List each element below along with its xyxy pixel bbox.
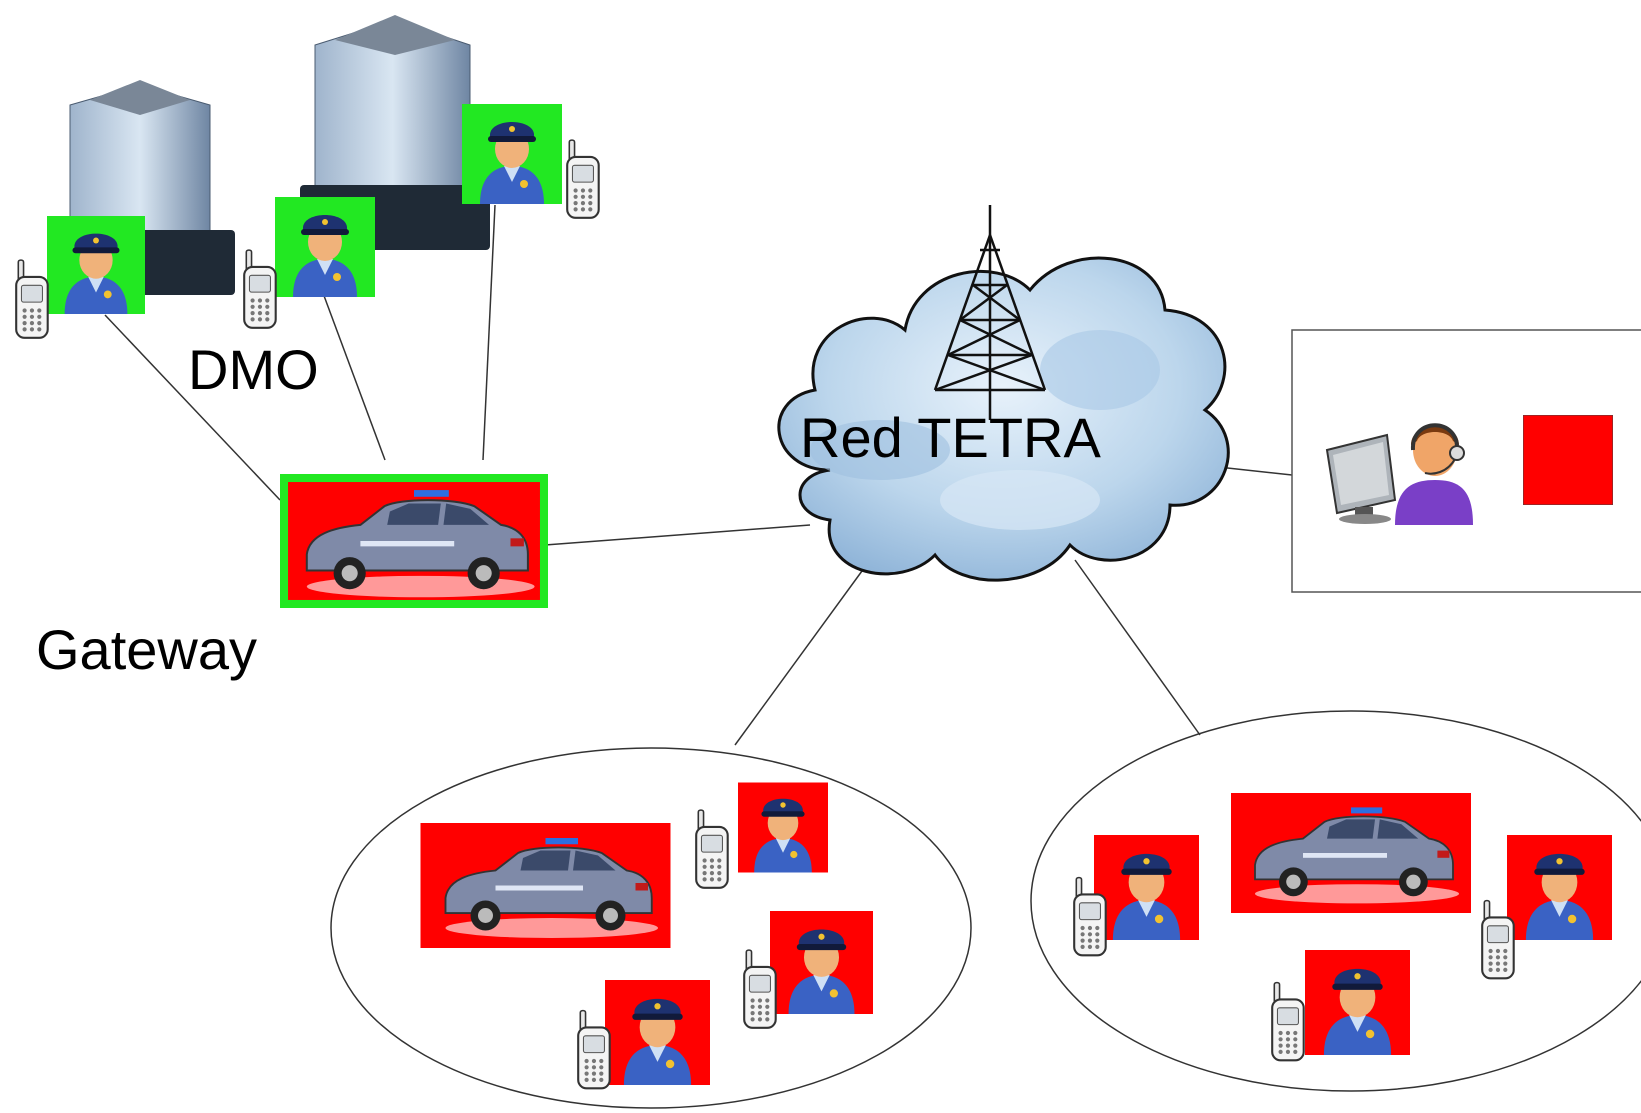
police-officer-icon <box>738 775 828 880</box>
cloud-label: Red TETRA <box>800 406 1101 469</box>
tetra-cloud <box>777 256 1230 582</box>
police-officer-icon <box>770 910 873 1015</box>
police-officer-icon <box>605 980 710 1085</box>
handheld-radio-icon <box>1268 970 1310 1075</box>
police-car-icon <box>280 462 548 620</box>
handheld-radio-icon <box>692 800 734 900</box>
police-officer-icon <box>1305 950 1410 1055</box>
police-officer-icon <box>47 215 145 315</box>
group-ellipse-right <box>1030 710 1641 1092</box>
handheld-radio-icon <box>563 130 605 230</box>
handheld-radio-icon <box>574 998 616 1103</box>
handheld-radio-icon <box>240 240 282 340</box>
police-car-icon <box>408 823 683 948</box>
link-officer3-gateway <box>482 204 496 461</box>
police-car-icon <box>1220 793 1482 913</box>
link-gateway-cloud <box>544 524 811 546</box>
police-officer-icon <box>1507 835 1612 940</box>
police-officer-icon <box>275 197 375 297</box>
group-ellipse-left <box>330 747 972 1109</box>
status-square <box>1523 415 1613 505</box>
link-officer2-gateway <box>319 284 386 461</box>
link-officer1-gateway <box>104 314 281 501</box>
handheld-radio-icon <box>740 940 782 1040</box>
handheld-radio-icon <box>12 250 54 350</box>
gateway-label: Gateway <box>36 618 257 681</box>
antenna-tower-icon <box>933 205 1047 420</box>
link-cloud-group1 <box>734 559 871 746</box>
handheld-radio-icon <box>1070 865 1112 970</box>
link-cloud-group2 <box>1074 559 1201 736</box>
dispatcher-operator-icon <box>1325 395 1475 525</box>
handheld-radio-icon <box>1478 888 1520 993</box>
dmo-label: DMO <box>188 338 319 401</box>
police-officer-icon <box>462 103 562 205</box>
police-officer-icon <box>1093 835 1200 940</box>
